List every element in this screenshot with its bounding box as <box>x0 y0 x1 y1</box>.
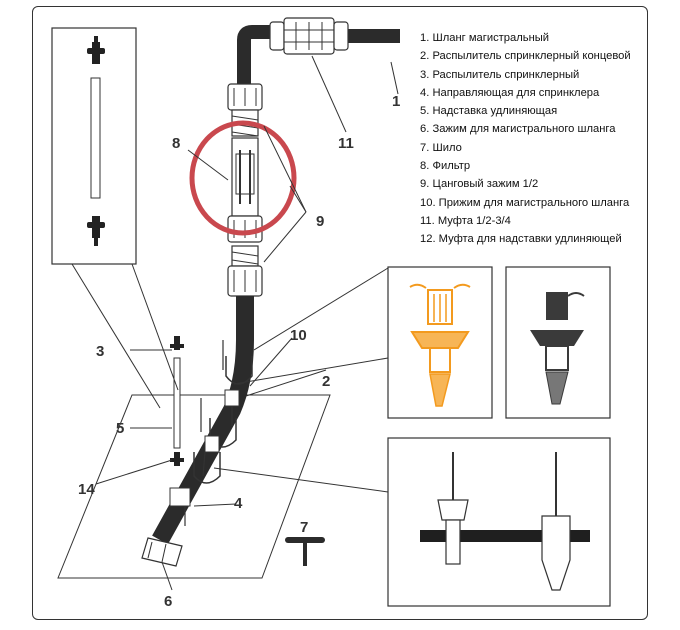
callout-numbers: 1 11 8 9 10 2 3 5 14 4 7 6 <box>78 93 400 610</box>
legend-item: 11. Муфта 1/2-3/4 <box>420 214 511 227</box>
main-hose-top <box>237 25 400 90</box>
callout-3: 3 <box>96 343 104 360</box>
legend-item: 4. Направляющая для спринклера <box>420 86 600 99</box>
inset-clamp-detail <box>387 437 611 607</box>
diagram-frame <box>32 6 648 620</box>
inset-dark-sprinkler <box>505 266 611 419</box>
extension-bottom-icon <box>87 216 105 246</box>
callout-14: 14 <box>78 481 95 498</box>
filter-highlight-ring <box>189 120 297 236</box>
legend-item: 2. Распылитель спринклерный концевой <box>420 50 631 63</box>
callout-10: 10 <box>290 327 307 344</box>
extension-top-icon <box>87 36 105 64</box>
inset-orange-sprinkler <box>387 266 493 419</box>
callout-4: 4 <box>234 495 243 512</box>
legend-item: 12. Муфта для надставки удлиняющей <box>420 233 622 246</box>
legend-item: 6. Зажим для магистрального шланга <box>420 123 616 136</box>
legend-item: 1. Шланг магистральный <box>420 32 550 44</box>
callout-7: 7 <box>300 519 308 536</box>
awl-tool <box>285 537 325 566</box>
legend-item: 10. Прижим для магистрального шланга <box>420 196 630 209</box>
legend-item: 7. Шило <box>420 141 462 154</box>
leader-lines <box>71 55 399 591</box>
parts-legend: 1. Шланг магистральный 2. Распылитель сп… <box>420 29 660 249</box>
legend-item: 3. Распылитель спринклерный <box>420 68 580 81</box>
vertical-fitting-assembly <box>227 83 263 297</box>
end-clamp <box>141 537 183 567</box>
callout-2: 2 <box>322 373 330 390</box>
callout-1: 1 <box>392 93 400 110</box>
callout-8: 8 <box>172 135 180 152</box>
extension-riser <box>170 336 184 466</box>
callout-11: 11 <box>338 135 354 152</box>
legend-item: 8. Фильтр <box>420 160 471 173</box>
legend-item: 5. Надставка удлиняющая <box>420 105 558 118</box>
extension-tube <box>90 77 101 199</box>
callout-9: 9 <box>316 213 324 230</box>
inset-extension <box>51 27 137 265</box>
callout-5: 5 <box>116 420 124 437</box>
callout-6: 6 <box>164 593 172 610</box>
legend-item: 9. Цанговый зажим 1/2 <box>420 178 539 191</box>
sprinkler-spikes <box>169 340 240 526</box>
coupling-1-2-3-4 <box>269 17 349 55</box>
